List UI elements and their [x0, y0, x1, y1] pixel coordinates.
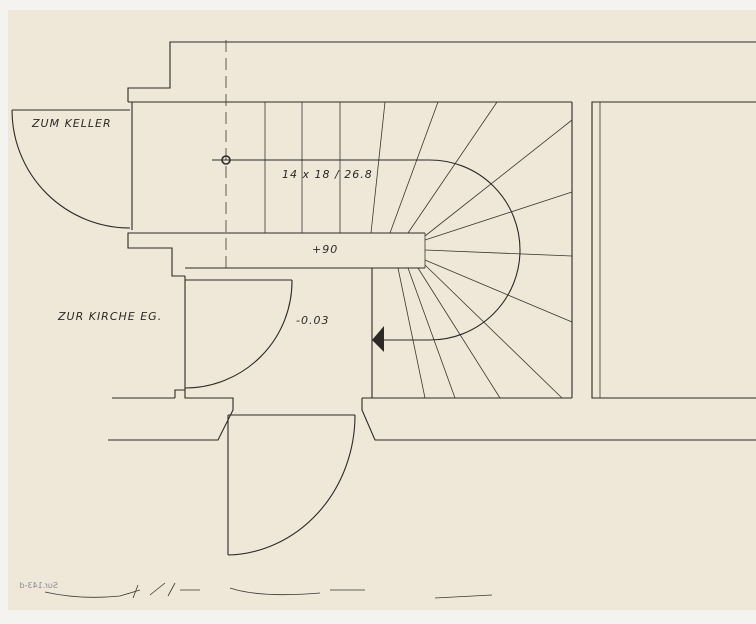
entry-door [227, 414, 356, 556]
walls [108, 41, 756, 441]
direction-arrow [372, 326, 384, 352]
label-stair-spec: 14 x 18 / 26.8 [282, 168, 373, 181]
winder-steps [371, 119, 573, 399]
landing [127, 232, 425, 277]
label-cellar: ZUM KELLER [31, 117, 112, 130]
straight-steps [264, 101, 498, 234]
cellar-door [11, 109, 131, 229]
archive-stamp: Sur.143-d [20, 581, 58, 590]
church-door [184, 276, 293, 390]
label-church: ZUR KIRCHE EG. [57, 310, 162, 323]
handrail [212, 159, 521, 341]
label-landing-level: +90 [312, 243, 338, 256]
label-floor-level: -0.03 [296, 314, 329, 327]
drawing-paper [8, 10, 756, 610]
handwritten-scribbles [44, 582, 493, 599]
